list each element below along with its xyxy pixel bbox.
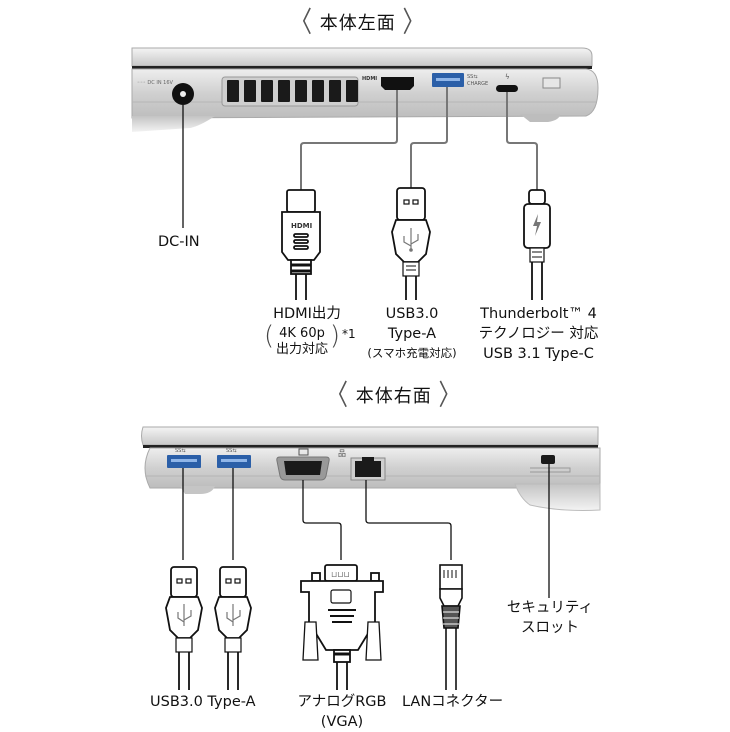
thunderbolt-connector-icon (523, 189, 551, 300)
lan-label: LANコネクター (402, 694, 504, 710)
hdmi-port: HDMI (300, 76, 414, 205)
dc-in-label: DC-IN (158, 234, 200, 250)
security-slot-label-line2: スロット (521, 620, 579, 636)
thunderbolt-label-line1: Thunderbolt™ 4 (480, 306, 597, 322)
usb-a-label-line1: USB3.0 (385, 306, 439, 322)
right-side-title: 〈 本体右面 〉 (326, 380, 462, 413)
vga-connector-icon: ⊔⊔⊔ (300, 564, 384, 690)
right-side-title-text: 本体右面 (355, 386, 432, 407)
hdmi-label: HDMI出力 (262, 304, 352, 324)
usb-a-charge-note: (スマホ充電対応) (367, 346, 457, 360)
hdmi-label-title: HDMI出力 (273, 306, 341, 322)
svg-text:SS⇆: SS⇆ (175, 448, 186, 454)
usb-a-connector-icon (391, 187, 431, 300)
hdmi-note-line2: 出力対応 (275, 342, 328, 357)
usb-a-pair-label: USB3.0 Type-A (150, 694, 256, 710)
thunderbolt-label-line3: USB 3.1 Type-C (483, 346, 594, 362)
security-slot-port (530, 455, 571, 598)
svg-text:◦◦◦ DC IN 16V: ◦◦◦ DC IN 16V (137, 80, 174, 86)
svg-text:CHARGE: CHARGE (467, 81, 488, 87)
hdmi-connector-icon: HDMI (281, 189, 321, 300)
svg-text:SS⇆: SS⇆ (226, 448, 237, 454)
usb-a-port: SS⇆ CHARGE (410, 73, 488, 205)
vent-grille (221, 76, 359, 107)
dc-in-port: ◦◦◦ DC IN 16V (137, 80, 194, 228)
svg-text:ϟ: ϟ (505, 73, 510, 81)
security-slot-label: セキュリティ スロット (500, 598, 600, 638)
svg-text:HDMI: HDMI (291, 222, 312, 230)
usb-a-label: USB3.0 Type-A (スマホ充電対応) (362, 304, 462, 362)
left-laptop-body (131, 47, 599, 132)
left-latch (542, 77, 561, 89)
usb-a-label-line2: Type-A (387, 326, 437, 342)
hdmi-footnote: *1 (342, 327, 356, 341)
thunderbolt-label: Thunderbolt™ 4 テクノロジー 対応 USB 3.1 Type-C (466, 304, 611, 364)
hdmi-note-line1: 4K 60p (279, 326, 325, 341)
thunderbolt-label-line2: テクノロジー 対応 (478, 326, 599, 342)
svg-text:品: 品 (338, 449, 346, 458)
right-usb-port-2: SS⇆ (217, 448, 251, 560)
left-side-title-text: 本体左面 (319, 13, 396, 34)
vga-label-line1: アナログRGB (297, 694, 387, 710)
svg-text:⊔⊔⊔: ⊔⊔⊔ (331, 570, 350, 579)
security-slot-label-line1: セキュリティ (506, 600, 594, 616)
lan-port: 品 (338, 449, 452, 560)
hdmi-note: ( 4K 60p 出力対応 ) (264, 321, 340, 357)
svg-text:HDMI: HDMI (362, 76, 377, 82)
lan-connector-icon (439, 564, 463, 690)
right-usb-port-1: SS⇆ (167, 448, 201, 560)
usb-a-connector-icon-right-2 (214, 566, 252, 690)
vga-label-line2: (VGA) (320, 714, 364, 730)
vga-port (276, 448, 342, 560)
thunderbolt-port: ϟ (496, 73, 538, 205)
vga-label: アナログRGB (VGA) (290, 692, 394, 732)
svg-text:SS⇆: SS⇆ (467, 74, 478, 80)
usb-a-connector-icon-right-1 (165, 566, 203, 690)
left-side-title: 〈 本体左面 〉 (290, 7, 426, 40)
